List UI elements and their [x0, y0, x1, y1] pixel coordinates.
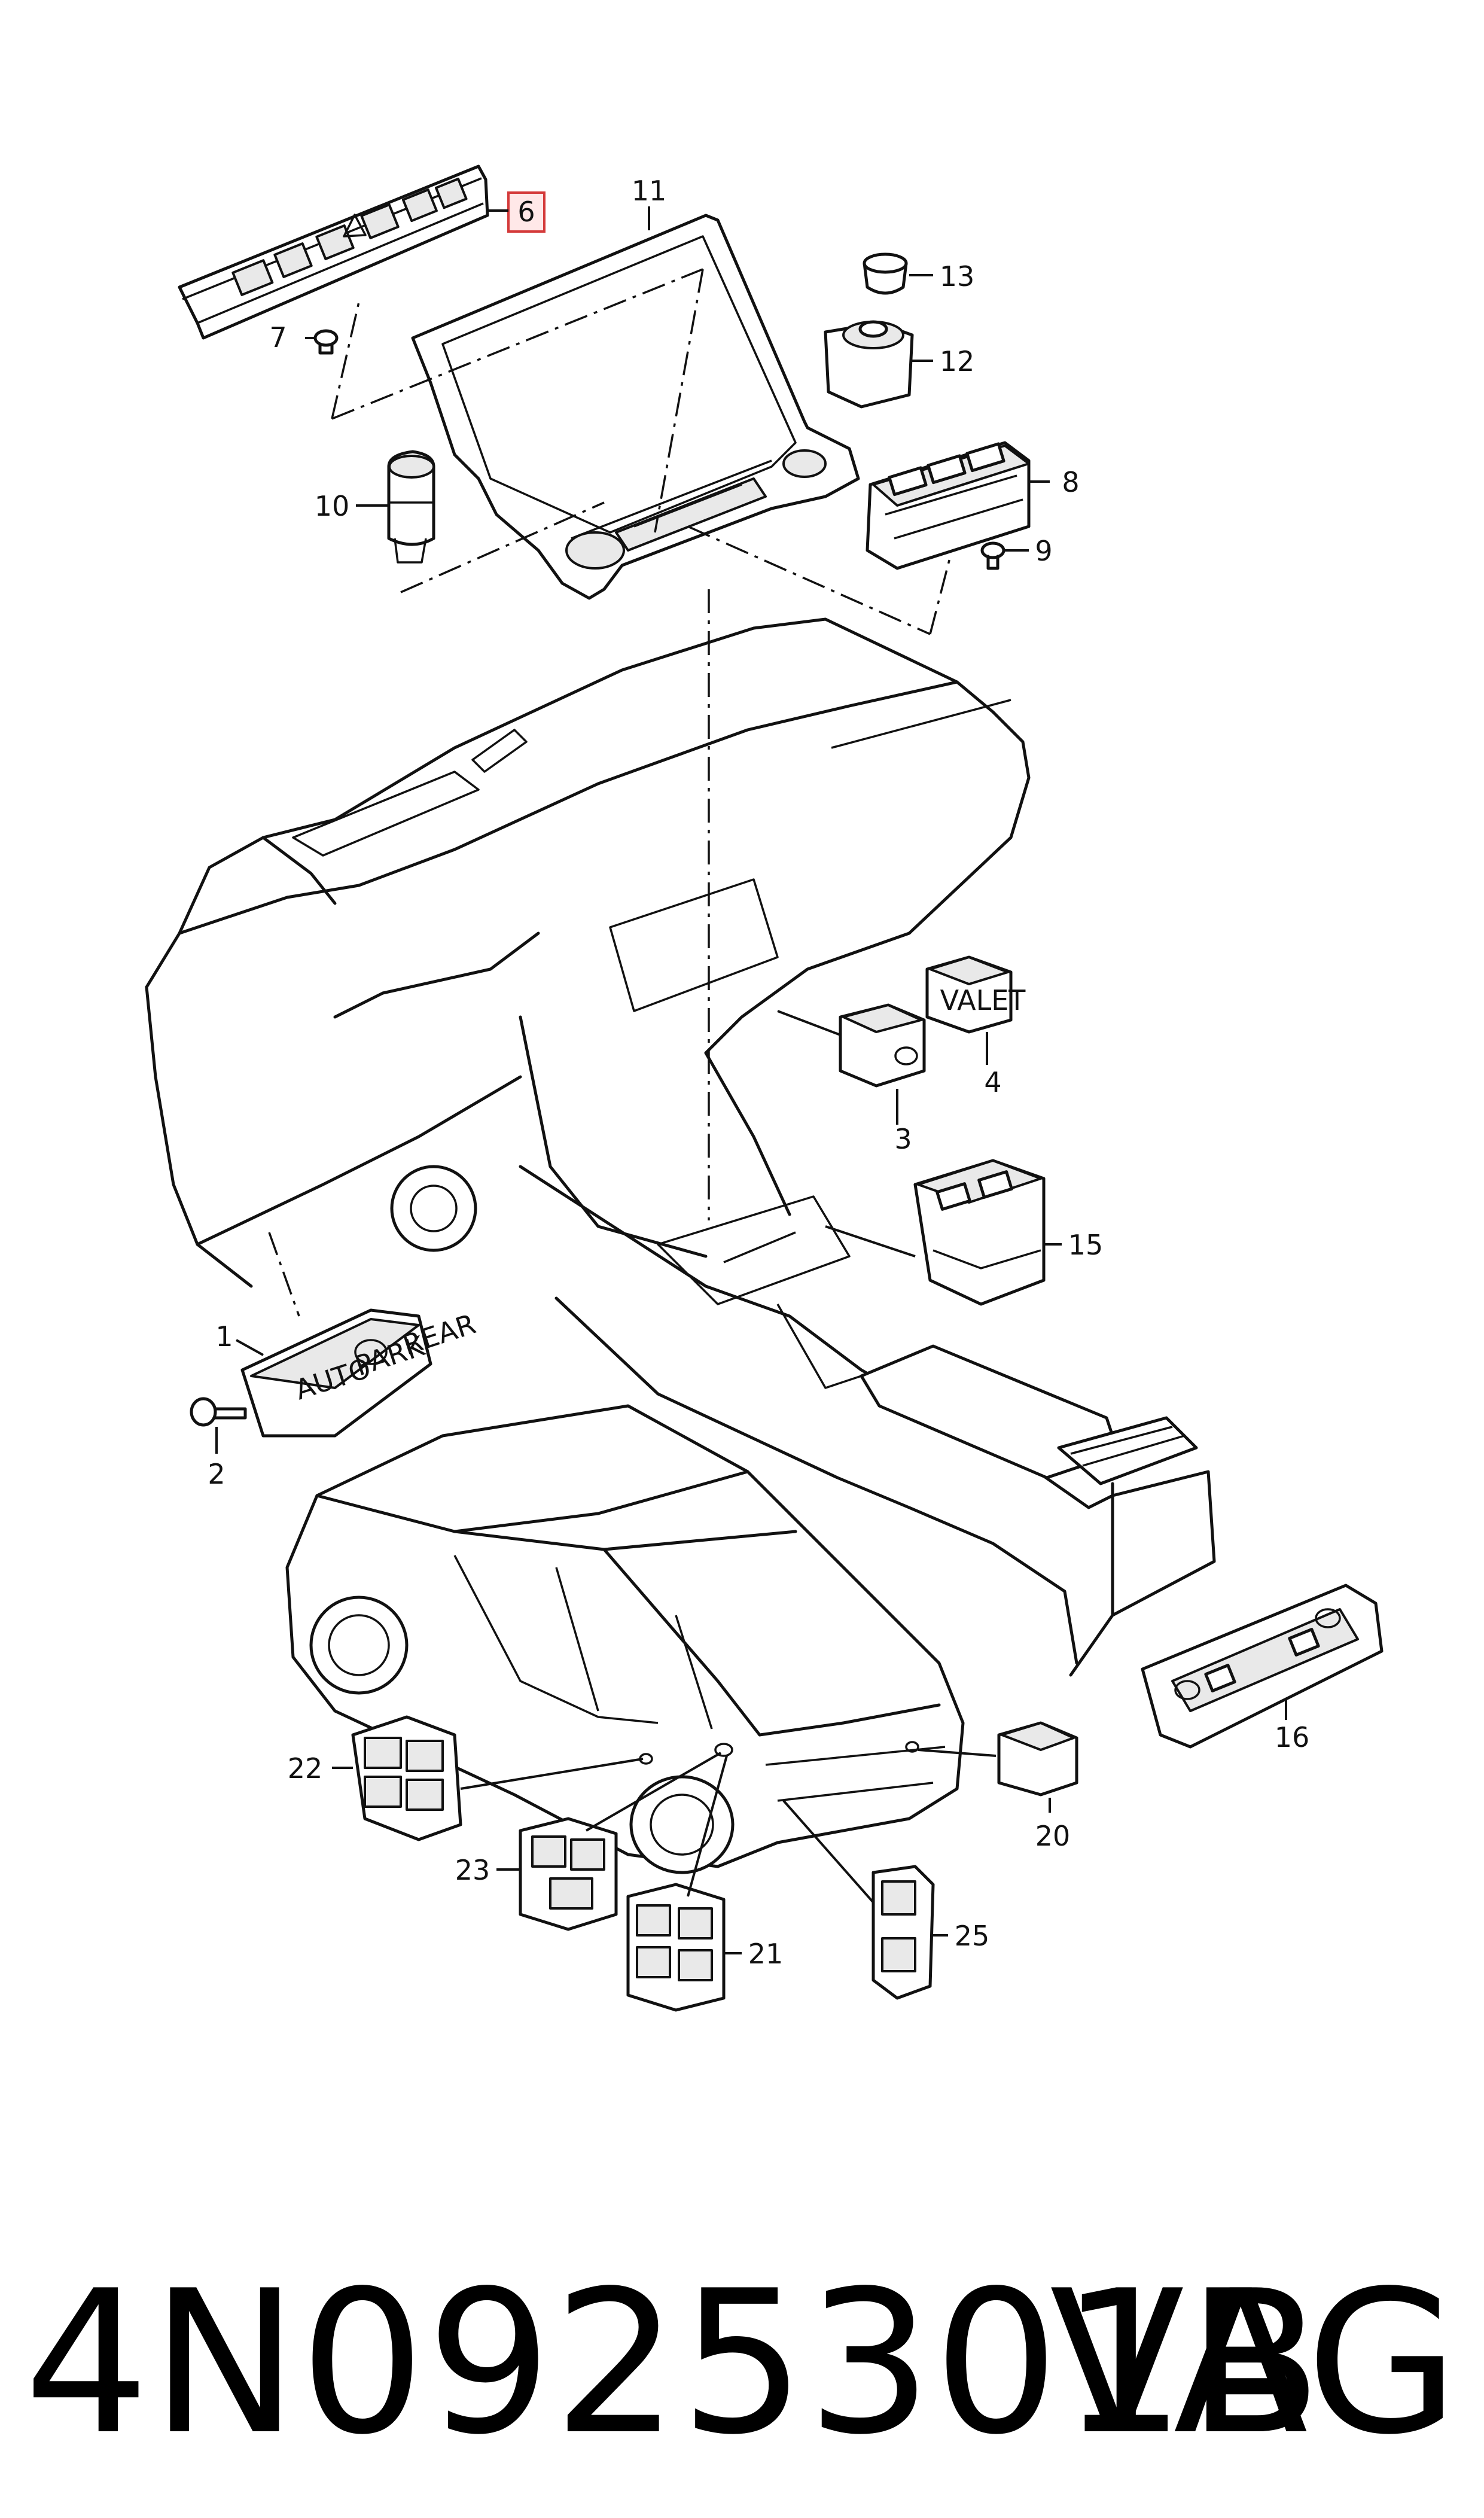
callout-20: 20 [1035, 1820, 1071, 1852]
part-11-console-trim-frame [411, 214, 860, 600]
callout-22: 22 [288, 1752, 323, 1785]
callout-12: 12 [940, 345, 975, 377]
callout-7: 7 [269, 321, 287, 354]
part-15-switch [913, 1159, 1046, 1306]
callout-8: 8 [1062, 466, 1079, 498]
callout-6: 6 [517, 196, 535, 228]
brand-name: VAG [1049, 2248, 1460, 2478]
part-4-switch: VALET [925, 955, 1026, 1034]
callout-9: 9 [1035, 535, 1052, 567]
callout-25: 25 [955, 1920, 990, 1952]
part-8-switch-module [866, 441, 1031, 570]
part-12-rotary-switch [824, 320, 914, 409]
part-2-screw [190, 1397, 247, 1427]
callout-13: 13 [940, 260, 975, 293]
callout-4: 4 [984, 1066, 1001, 1098]
valet-label: VALET [940, 984, 1026, 1016]
part-10-start-button [387, 450, 435, 564]
callout-16: 16 [1275, 1721, 1310, 1753]
part-13-knob [863, 252, 908, 295]
callout-2: 2 [208, 1458, 225, 1490]
callout-3: 3 [894, 1123, 912, 1155]
part-9-screw [980, 541, 1005, 570]
part-25-seat-switch [871, 1865, 935, 2000]
part-7-screw [313, 329, 339, 355]
callout-1: 1 [215, 1320, 233, 1353]
part-1-light-switch: AUTO PARK REAR [240, 1308, 480, 1438]
dashboard-outline [145, 617, 1216, 1677]
callout-11: 11 [632, 175, 667, 207]
callout-15: 15 [1068, 1229, 1104, 1261]
part-number: 4N0925301B [24, 2248, 1324, 2478]
part-22-window-switch [351, 1715, 462, 1841]
part-21-window-switch [626, 1883, 726, 2012]
callout-6-highlight-box [507, 191, 546, 233]
vehicle-suv-outline [285, 1404, 965, 1874]
part-6-switch-strip [178, 165, 489, 340]
callout-21: 21 [748, 1938, 784, 1970]
part-20-switch [997, 1721, 1078, 1797]
part-16-rear-climate-panel [1141, 1584, 1384, 1749]
callout-23: 23 [455, 1854, 490, 1886]
callout-10: 10 [315, 490, 350, 522]
part-3-switch [839, 1003, 926, 1088]
footer: 4N0925301B VAG [0, 2243, 1484, 2483]
part-23-window-switch [519, 1817, 618, 1931]
